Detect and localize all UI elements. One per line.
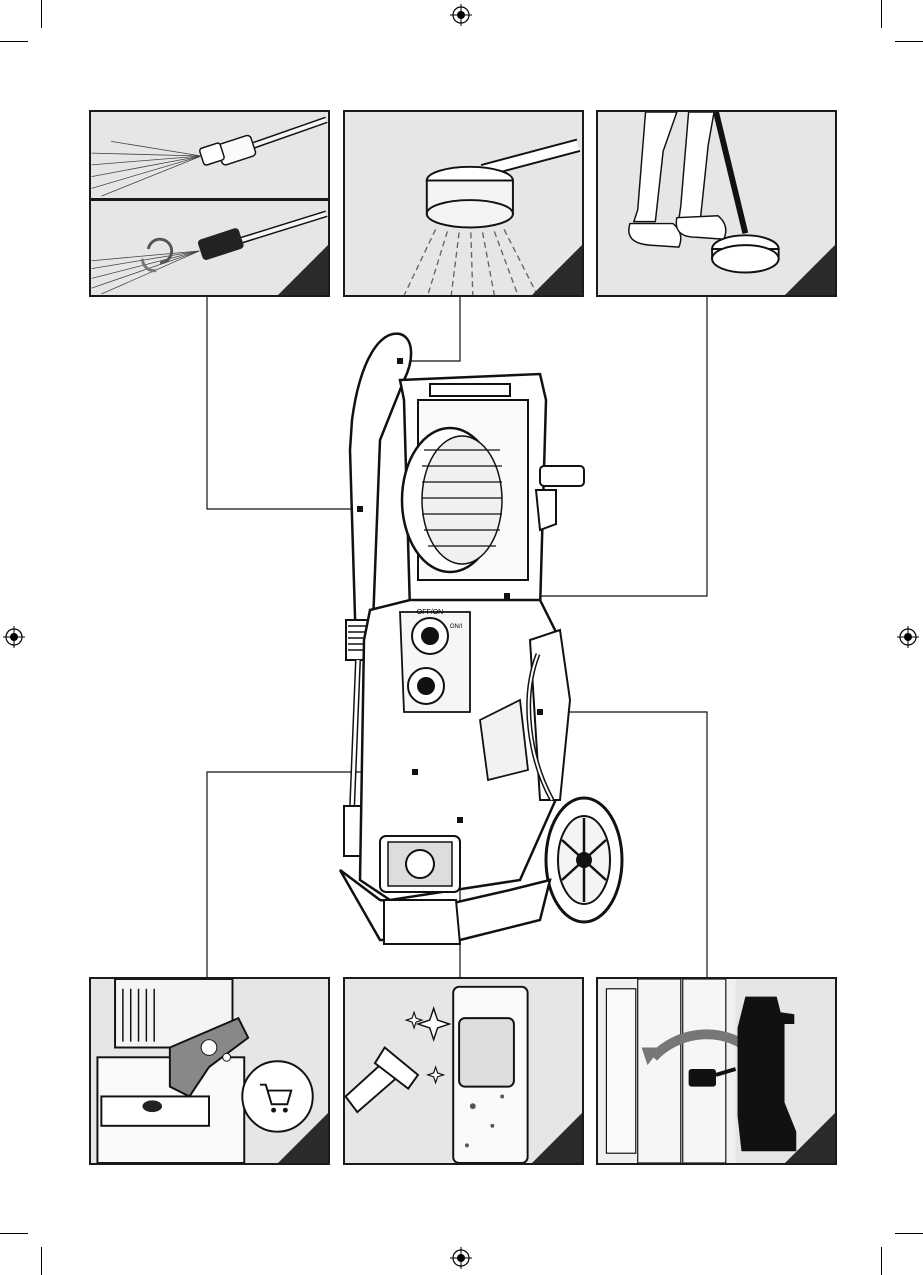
crop-mark [895, 1233, 923, 1234]
leader-line [400, 297, 460, 361]
crop-mark [0, 41, 28, 42]
crop-mark [881, 0, 882, 28]
crop-mark [881, 1247, 882, 1275]
crop-mark [41, 0, 42, 28]
panel-patio-cleaner [596, 110, 837, 297]
panel-corner-tab [784, 1112, 836, 1164]
panel-corner-tab [277, 1112, 329, 1164]
dial-label-side: ON/I [450, 624, 463, 630]
leader-line [540, 712, 707, 977]
panel-storage [596, 977, 837, 1165]
leader-line [507, 297, 707, 596]
panel-nozzle-spray [89, 110, 330, 297]
registration-mark-icon [450, 4, 472, 26]
panel-cleaning-machine [343, 977, 584, 1165]
registration-mark-icon [450, 1247, 472, 1269]
panel-corner-tab [531, 1112, 583, 1164]
panel-corner-tab [784, 244, 836, 296]
registration-mark-icon [897, 626, 919, 648]
panel-detergent-tank [89, 977, 330, 1165]
crop-mark [895, 41, 923, 42]
crop-mark [41, 1247, 42, 1275]
dial-label-top: OFF/ON [417, 609, 443, 616]
registration-mark-icon [3, 626, 25, 648]
panel-corner-tab [277, 244, 329, 296]
crop-mark [0, 1233, 28, 1234]
panel-rotary-brush [343, 110, 584, 297]
panel-corner-tab [531, 244, 583, 296]
leader-line [207, 297, 360, 509]
leader-line [207, 772, 415, 977]
panel-divider [91, 198, 328, 201]
